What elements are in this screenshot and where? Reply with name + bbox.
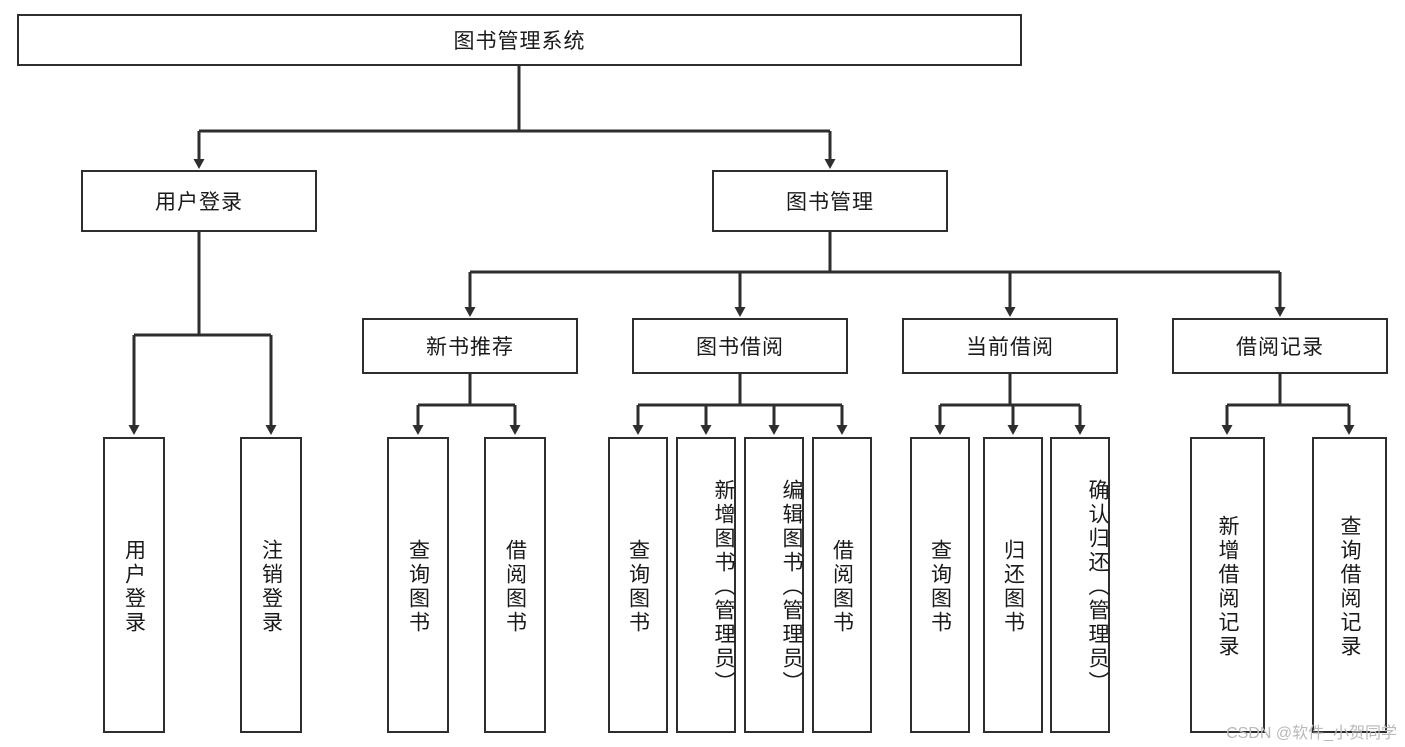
node-current-borrow-label: 当前借阅: [966, 336, 1054, 359]
leaf-query-book-borrow-label: 查询图书: [626, 539, 650, 635]
leaf-query-borrow-record-label: 查询借阅记录: [1338, 515, 1361, 659]
leaf-user-login[interactable]: 用户登录: [103, 437, 165, 733]
leaf-return-book[interactable]: 归还图书: [983, 437, 1043, 733]
leaf-add-borrow-record-label: 新增借阅记录: [1216, 515, 1239, 659]
leaf-logout[interactable]: 注销登录: [240, 437, 302, 733]
node-root-label: 图书管理系统: [453, 30, 586, 53]
node-book-management-label: 图书管理: [786, 191, 874, 214]
leaf-confirm-return-admin-label: 确认归还（管理员）: [1086, 479, 1109, 695]
leaf-query-book-new-label: 查询图书: [406, 539, 430, 635]
leaf-borrow-book[interactable]: 借阅图书: [812, 437, 872, 733]
leaf-query-book-new[interactable]: 查询图书: [387, 437, 449, 733]
node-new-book-recommend[interactable]: 新书推荐: [362, 318, 578, 374]
node-new-book-recommend-label: 新书推荐: [426, 336, 514, 359]
leaf-borrow-book-new[interactable]: 借阅图书: [484, 437, 546, 733]
watermark: CSDN @软件_小贺同学: [1226, 725, 1397, 742]
leaf-borrow-book-new-label: 借阅图书: [503, 539, 527, 635]
leaf-add-borrow-record[interactable]: 新增借阅记录: [1190, 437, 1265, 733]
leaf-user-login-label: 用户登录: [122, 539, 146, 635]
leaf-query-book-current[interactable]: 查询图书: [910, 437, 970, 733]
leaf-query-borrow-record[interactable]: 查询借阅记录: [1312, 437, 1387, 733]
leaf-edit-book-admin-label: 编辑图书（管理员）: [780, 479, 803, 695]
node-book-management[interactable]: 图书管理: [712, 170, 948, 232]
node-user-login-label: 用户登录: [155, 191, 243, 214]
leaf-edit-book-admin[interactable]: 编辑图书（管理员）: [744, 437, 804, 733]
node-borrow-records-label: 借阅记录: [1236, 336, 1324, 359]
node-current-borrow[interactable]: 当前借阅: [902, 318, 1118, 374]
leaf-logout-label: 注销登录: [259, 539, 283, 635]
node-book-borrow-label: 图书借阅: [696, 336, 784, 359]
leaf-query-book-current-label: 查询图书: [928, 539, 952, 635]
leaf-add-book-admin[interactable]: 新增图书（管理员）: [676, 437, 736, 733]
leaf-add-book-admin-label: 新增图书（管理员）: [712, 479, 735, 695]
leaf-return-book-label: 归还图书: [1001, 539, 1025, 635]
node-book-borrow[interactable]: 图书借阅: [632, 318, 848, 374]
node-borrow-records[interactable]: 借阅记录: [1172, 318, 1388, 374]
leaf-confirm-return-admin[interactable]: 确认归还（管理员）: [1050, 437, 1110, 733]
leaf-query-book-borrow[interactable]: 查询图书: [608, 437, 668, 733]
leaf-borrow-book-label: 借阅图书: [830, 539, 854, 635]
node-root[interactable]: 图书管理系统: [17, 14, 1022, 66]
node-user-login[interactable]: 用户登录: [81, 170, 317, 232]
